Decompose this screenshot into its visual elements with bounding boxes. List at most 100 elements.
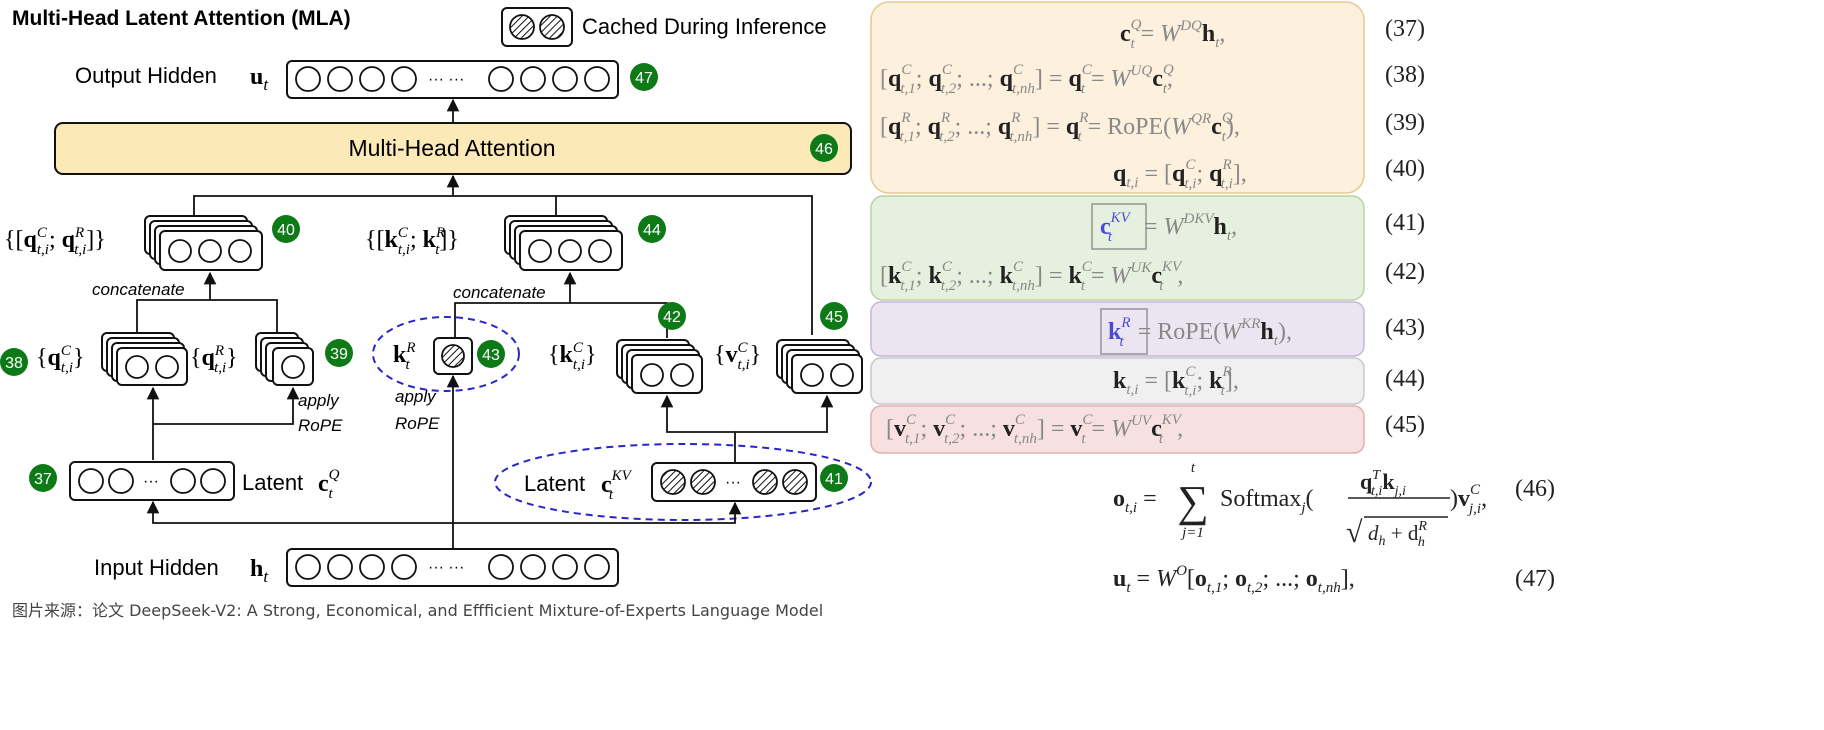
mla-diagram: Multi-Head Latent Attention (MLA) Cached…	[0, 1, 1555, 596]
legend-cached: Cached During Inference	[501, 7, 827, 47]
badge-46: 46	[810, 134, 838, 162]
svg-text:40: 40	[277, 222, 295, 239]
q-concat-stack	[144, 215, 263, 271]
badge-45: 45	[820, 302, 848, 330]
latent-q-label: Latent	[242, 470, 303, 495]
eq-num-43: (43)	[1385, 315, 1425, 341]
equation-47: ut = WO[ot,1; ot,2; ...; ot,nh],	[1113, 563, 1355, 596]
q-compressed-stack	[101, 332, 188, 386]
eq-num-38: (38)	[1385, 62, 1425, 88]
eq-group-q-bg	[870, 1, 1365, 194]
badge-37: 37	[29, 464, 57, 492]
eq-num-45: (45)	[1385, 412, 1425, 438]
eq-group-kr-bg	[870, 301, 1365, 357]
svg-text:41: 41	[825, 471, 843, 488]
k-compressed-stack	[616, 339, 703, 394]
svg-text:45: 45	[825, 309, 843, 326]
eq-num-39: (39)	[1385, 110, 1425, 136]
mha-label: Multi-Head Attention	[348, 135, 555, 161]
eq-group-k-bg	[870, 357, 1365, 405]
concat-k-label: concatenate	[453, 283, 546, 302]
k-concat-stack	[504, 215, 623, 271]
svg-text:37: 37	[34, 471, 52, 488]
badge-40: 40	[272, 215, 300, 243]
v-compressed-stack	[776, 339, 863, 394]
badge-39: 39	[325, 339, 353, 367]
concat-q-label: concatenate	[92, 280, 185, 299]
output-hidden-label: Output Hidden	[75, 63, 217, 88]
kr-cached-ellipse	[372, 316, 520, 392]
svg-text:ot,i =: ot,i =	[1113, 486, 1157, 516]
svg-text:44: 44	[643, 222, 661, 239]
svg-text:···: ···	[725, 474, 741, 491]
badge-42: 42	[658, 302, 686, 330]
svg-text:Softmaxj(: Softmaxj(	[1220, 486, 1314, 516]
badge-47: 47	[630, 63, 658, 91]
svg-text:43: 43	[482, 347, 500, 364]
eq-num-44: (44)	[1385, 366, 1425, 392]
eq-group-v-bg	[870, 405, 1365, 454]
q-rope-stack	[255, 332, 314, 386]
input-hidden-vector: Input Hidden ht ··· ···	[94, 548, 619, 587]
svg-text:··· ···: ··· ···	[428, 71, 464, 88]
eq-group-kv-bg	[870, 195, 1365, 301]
source-caption: 图片来源：论文 DeepSeek-V2: A Strong, Economica…	[12, 601, 824, 620]
kv-cached-ellipse	[494, 443, 872, 521]
latent-q-vector: ···	[69, 461, 235, 501]
svg-text:46: 46	[815, 141, 833, 158]
svg-text:√: √	[1346, 516, 1363, 549]
apply-rope-k-line2: RoPE	[395, 414, 440, 433]
svg-text:···: ···	[143, 473, 159, 490]
svg-text:t: t	[1191, 460, 1196, 476]
legend-label: Cached During Inference	[582, 14, 827, 39]
apply-rope-q-line1: apply	[298, 391, 340, 410]
latent-kv-label: Latent	[524, 471, 585, 496]
step-badges: 47 46 40 44 42 45 38 39 43 37 41	[0, 63, 848, 492]
svg-text:qTt,ikj,i: qTt,ikj,i	[1360, 468, 1406, 499]
eq-num-37: (37)	[1385, 16, 1425, 42]
eq-num-42: (42)	[1385, 259, 1425, 285]
diagram-title: Multi-Head Latent Attention (MLA)	[12, 7, 351, 30]
badge-44: 44	[638, 215, 666, 243]
eq-num-40: (40)	[1385, 156, 1425, 182]
eq-num-41: (41)	[1385, 210, 1425, 236]
latent-kv-vector: ···	[651, 462, 817, 502]
k-rope-box	[433, 337, 473, 375]
svg-text:38: 38	[5, 355, 23, 372]
svg-text:··· ···: ··· ···	[428, 559, 464, 576]
input-hidden-symbol: ht	[250, 556, 269, 586]
svg-text:∑: ∑	[1177, 477, 1208, 526]
input-hidden-label: Input Hidden	[94, 555, 219, 580]
svg-text:dh + dRh: dh + dRh	[1368, 519, 1427, 550]
eq-num-47: (47)	[1515, 566, 1555, 592]
apply-rope-q-line2: RoPE	[298, 416, 343, 435]
badge-38: 38	[0, 348, 28, 376]
apply-rope-k-line1: apply	[395, 387, 437, 406]
badge-41: 41	[820, 464, 848, 492]
badge-43: 43	[477, 340, 505, 368]
svg-text:j=1: j=1	[1180, 525, 1204, 541]
equation-numbers: (37) (38) (39) (40) (41) (42) (43) (44) …	[1385, 16, 1555, 592]
output-hidden-symbol: ut	[250, 64, 269, 94]
svg-text:39: 39	[330, 346, 348, 363]
svg-text:47: 47	[635, 70, 653, 87]
multi-head-attention-block: Multi-Head Attention	[54, 122, 852, 175]
output-hidden-vector: Output Hidden ut ··· ···	[75, 60, 619, 99]
svg-text:42: 42	[663, 309, 681, 326]
